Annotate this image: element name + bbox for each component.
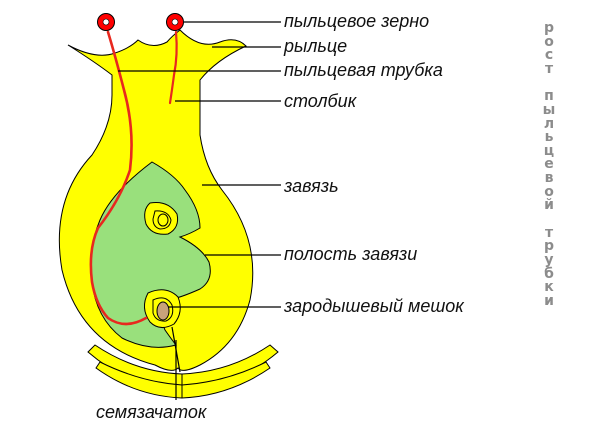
label-pollen-tube: пыльцевая трубка [284,61,443,79]
label-embryo-sac: зародышевый мешок [284,297,464,315]
pollen-grain-left [98,14,115,31]
label-stigma: рыльце [284,37,347,55]
caption-letter: т [537,63,561,77]
label-ovule: семязачаток [96,403,206,421]
caption-letter: й [537,199,561,213]
label-ovary: завязь [284,177,339,195]
label-ovary-cavity: полость завязи [284,245,417,263]
label-pollen-grain: пыльцевое зерно [284,12,429,30]
ovule-lower [144,290,180,328]
pollen-grain-right [167,14,184,31]
label-style: столбик [284,92,356,110]
embryo-sac [157,302,169,320]
caption-letter: и [537,295,561,309]
